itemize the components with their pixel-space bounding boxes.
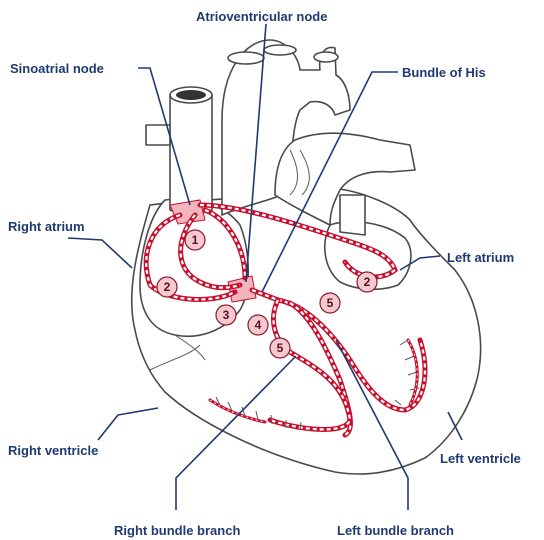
svg-text:5: 5 [327, 296, 334, 310]
label-bundle-of-his: Bundle of His [402, 65, 486, 80]
step-marker-2-left: 2 [357, 272, 377, 292]
aorta-branch-2 [264, 45, 296, 55]
step-marker-2-right: 2 [157, 277, 177, 297]
vena-cava-lumen [176, 90, 206, 100]
label-right-ventricle: Right ventricle [8, 443, 98, 458]
svg-text:2: 2 [164, 280, 171, 294]
svg-text:1: 1 [192, 233, 199, 247]
label-atrioventricular-node: Atrioventricular node [196, 9, 327, 24]
label-right-bundle-branch: Right bundle branch [114, 523, 240, 538]
svg-text:3: 3 [223, 308, 230, 322]
label-right-atrium: Right atrium [8, 219, 85, 234]
svg-text:4: 4 [255, 318, 262, 332]
pulmonary-vein-stub [146, 125, 170, 145]
label-sinoatrial-node: Sinoatrial node [10, 61, 104, 76]
label-left-bundle-branch: Left bundle branch [337, 523, 454, 538]
step-marker-5-lower: 5 [270, 338, 290, 358]
step-marker-1: 1 [185, 230, 205, 250]
step-marker-5-upper: 5 [320, 293, 340, 313]
superior-vena-cava [170, 95, 212, 214]
aorta-branch-3 [314, 52, 338, 62]
aorta-branch-1 [228, 52, 264, 64]
leader-right-ventricle [98, 408, 158, 440]
step-marker-3: 3 [216, 305, 236, 325]
label-left-ventricle: Left ventricle [440, 451, 521, 466]
leader-right-atrium [68, 238, 132, 268]
svg-text:5: 5 [277, 341, 284, 355]
label-left-atrium: Left atrium [447, 250, 514, 265]
left-pulmonary-branch [340, 195, 365, 235]
svg-text:2: 2 [364, 275, 371, 289]
step-marker-4: 4 [248, 315, 268, 335]
